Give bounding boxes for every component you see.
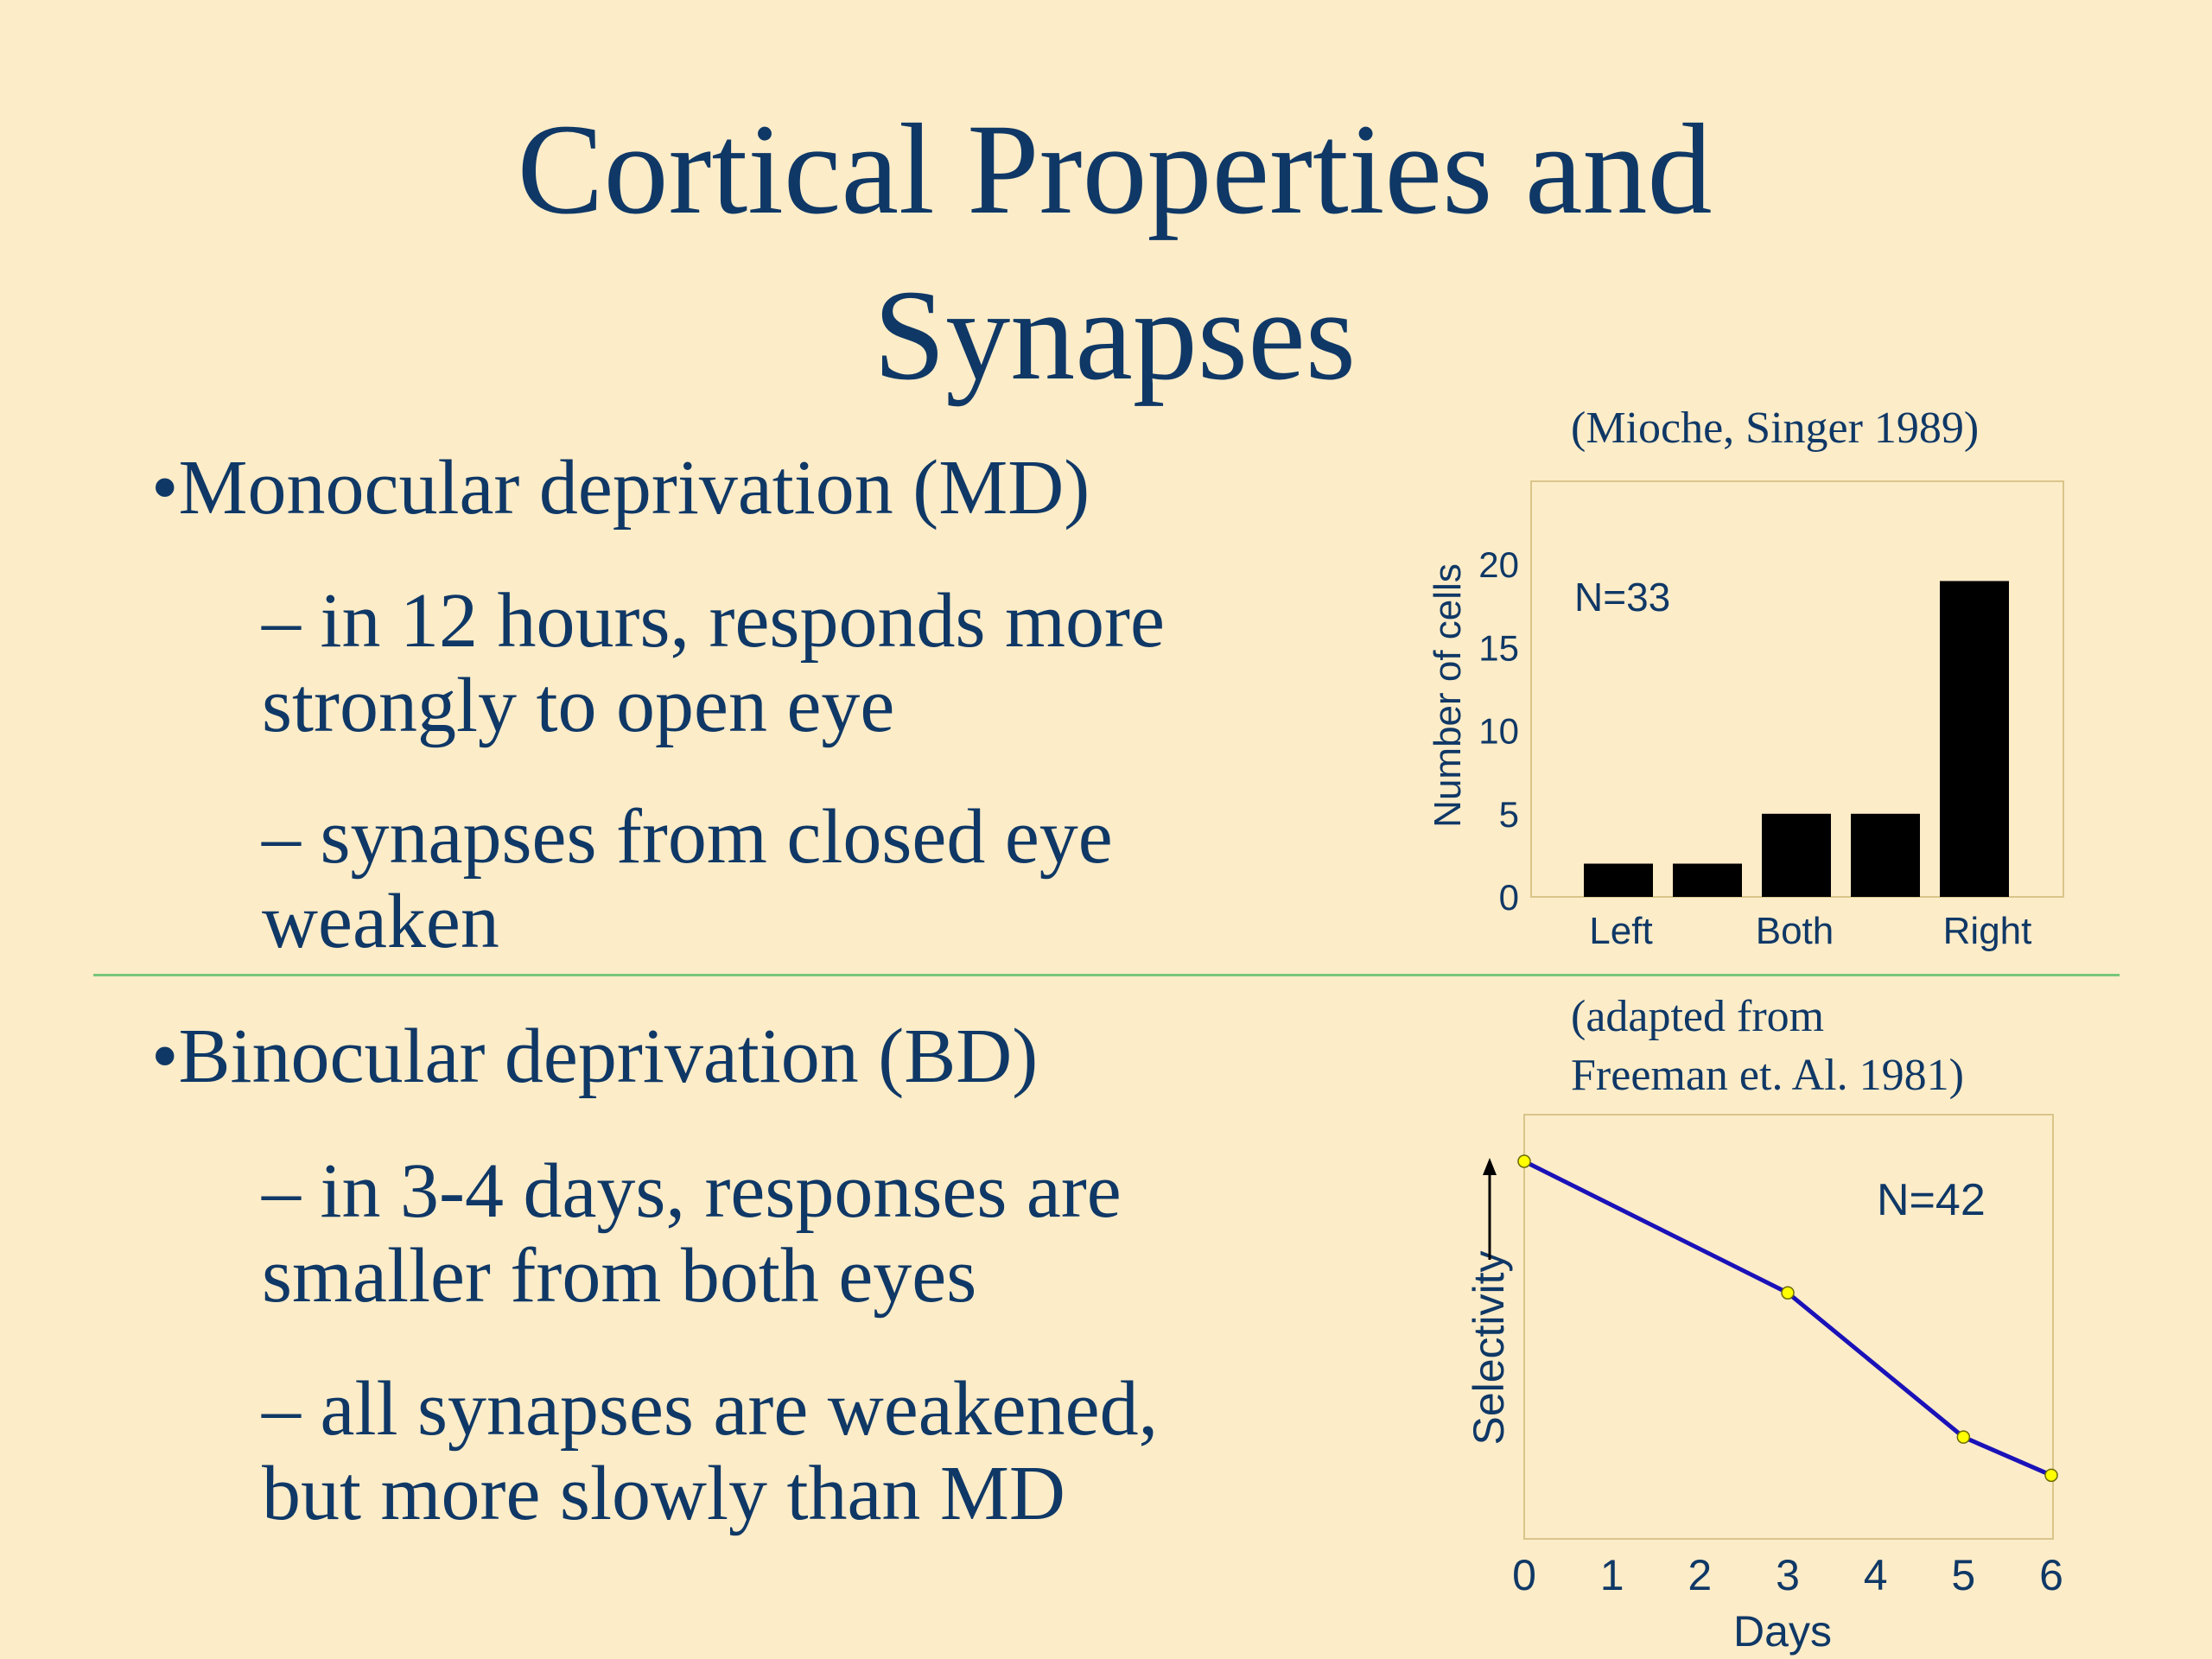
- line-chart-markers: [1517, 1154, 2058, 1483]
- bar-chart-x-ticks: Left Both Right: [1589, 910, 2031, 952]
- bar: [1762, 813, 1831, 897]
- line-chart-x-tick: 2: [1688, 1551, 1712, 1599]
- bd-point-2: – all synapses are weakened, but more sl…: [262, 1367, 1158, 1536]
- line-chart-y-label: Selectivity: [1465, 1250, 1513, 1445]
- bar: [1673, 863, 1742, 897]
- line-point: [1956, 1430, 1971, 1444]
- md-point-1-line-1: – in 12 hours, responds more: [262, 578, 1165, 664]
- citation-bottom-line-2: Freeman et. Al. 1981): [1571, 1051, 1964, 1100]
- citation-bottom: (adapted from Freeman et. Al. 1981): [1571, 988, 1964, 1105]
- bar: [1940, 581, 2009, 897]
- bar-chart-y-label: Number of cells: [1427, 563, 1469, 828]
- bar-chart-y-tick: 15: [1478, 627, 1519, 668]
- bd-point-1-line-1: – in 3-4 days, responses are: [262, 1148, 1122, 1234]
- line-chart-annotation: N=42: [1877, 1175, 1986, 1225]
- line-chart-x-tick: 4: [1864, 1551, 1888, 1599]
- bar-chart-x-tick: Both: [1756, 910, 1834, 952]
- line-chart-x-tick: 0: [1512, 1551, 1536, 1599]
- bd-point-2-line-1: – all synapses are weakened,: [262, 1366, 1159, 1452]
- bar: [1851, 813, 1920, 897]
- line-chart-x-ticks: 0 1 2 3 4 5 6: [1512, 1551, 2063, 1599]
- bar-chart-x-tick: Left: [1589, 910, 1652, 952]
- md-point-2-line-1: – synapses from closed eye: [262, 794, 1113, 880]
- line-chart-series: [1522, 1159, 2052, 1478]
- bar-chart-bars: [1584, 581, 2009, 897]
- bar-chart-y-tick: 10: [1478, 711, 1519, 752]
- bd-point-1: – in 3-4 days, responses are smaller fro…: [262, 1149, 1122, 1319]
- citation-bottom-line-1: (adapted from: [1571, 992, 1825, 1041]
- bd-point-2-line-2: but more slowly than MD: [262, 1451, 1065, 1536]
- line-chart-frame: [1523, 1114, 2054, 1540]
- bd-point-1-line-2: smaller from both eyes: [262, 1233, 977, 1319]
- line-chart-x-label: Days: [1733, 1607, 1832, 1656]
- bar-chart-annotation: N=33: [1574, 575, 1670, 620]
- line-chart-x-tick: 1: [1600, 1551, 1624, 1599]
- bar-chart-y-tick: 0: [1499, 877, 1519, 918]
- line-point: [1781, 1286, 1795, 1300]
- md-point-2-line-2: weaken: [262, 879, 499, 964]
- bar-chart-y-tick: 5: [1499, 794, 1519, 835]
- bd-heading: •Binocular deprivation (BD): [151, 1014, 1039, 1099]
- section-divider: [93, 974, 2120, 976]
- y-axis-arrow-icon: [1483, 1158, 1497, 1260]
- slide-title-line-1: Cortical Properties and: [517, 98, 1713, 241]
- bar-chart-x-tick: Right: [1943, 910, 2032, 952]
- citation-top: (Mioche, Singer 1989): [1571, 404, 1980, 453]
- md-heading: •Monocular deprivation (MD): [151, 445, 1090, 531]
- line-chart-x-tick: 3: [1776, 1551, 1800, 1599]
- line-point: [2044, 1468, 2058, 1483]
- line-chart-x-tick: 6: [2039, 1551, 2063, 1599]
- slide-title-line-2: Synapses: [873, 264, 1357, 407]
- line-chart-x-tick: 5: [1951, 1551, 1975, 1599]
- bar-chart-y-tick: 20: [1478, 544, 1519, 585]
- bar: [1584, 863, 1653, 897]
- md-point-1: – in 12 hours, responds more strongly to…: [262, 579, 1165, 748]
- md-point-1-line-2: strongly to open eye: [262, 663, 895, 748]
- slide-title: Cortical Properties and Synapses: [0, 86, 2212, 418]
- md-point-2: – synapses from closed eye weaken: [262, 795, 1113, 964]
- line-point: [1517, 1154, 1531, 1168]
- bar-chart-y-ticks: 0 5 10 15 20: [1478, 544, 1519, 918]
